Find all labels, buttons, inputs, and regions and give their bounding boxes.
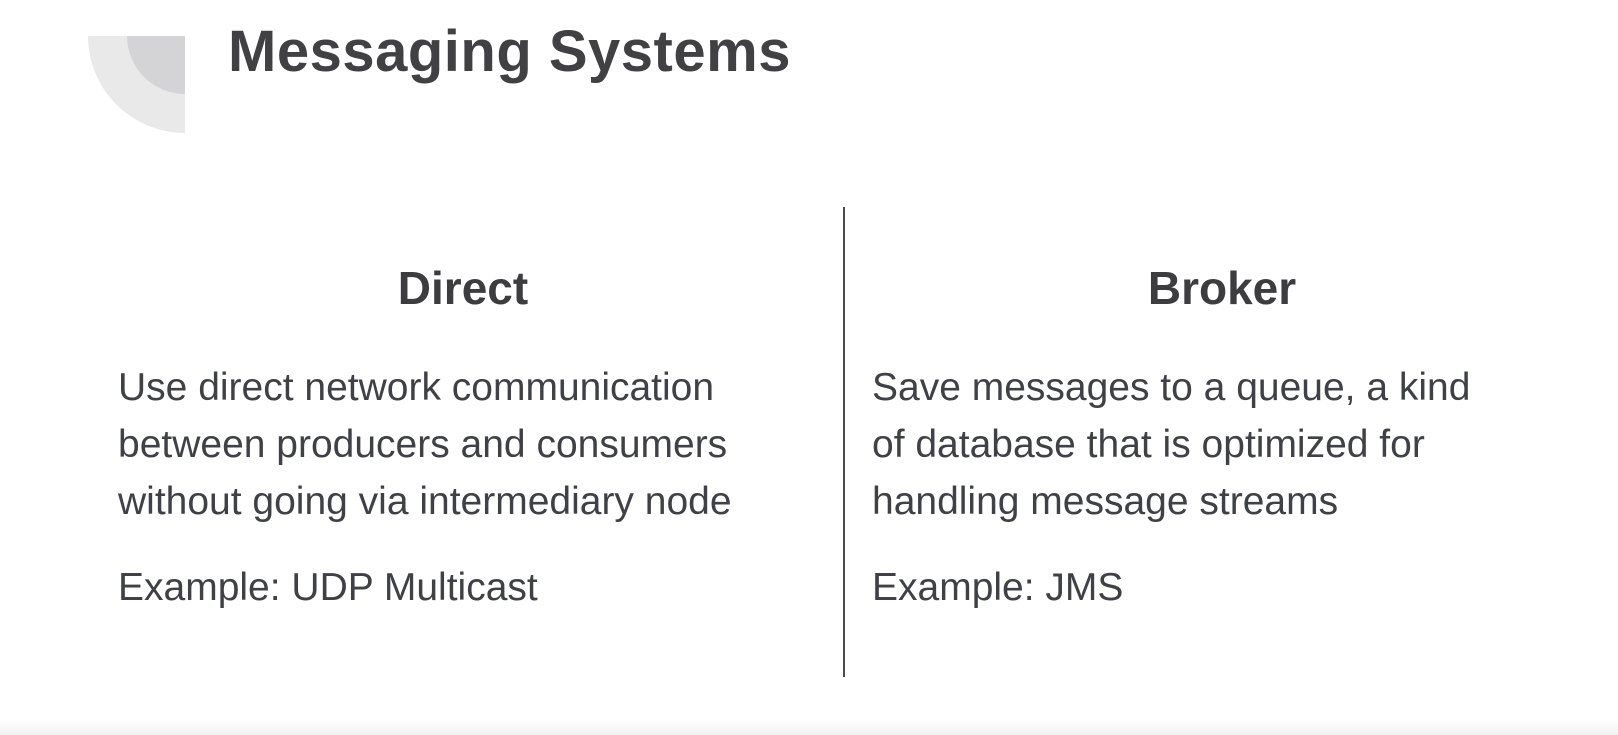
body-line: handling message streams xyxy=(872,480,1339,523)
column-direct-heading: Direct xyxy=(397,262,529,314)
column-broker: Broker Save messages to a queue, a kind … xyxy=(872,262,1572,616)
body-line: Save messages to a queue, a kind xyxy=(872,366,1471,409)
column-direct: Direct Use direct network communication … xyxy=(118,262,808,616)
bottom-edge-shade xyxy=(0,719,1618,735)
body-line: Use direct network communication xyxy=(118,366,715,409)
body-line: of database that is optimized for xyxy=(872,423,1425,466)
column-broker-heading: Broker xyxy=(1147,262,1297,314)
column-broker-example: Example: JMS xyxy=(872,566,1124,609)
column-direct-body: Use direct network communication between… xyxy=(118,359,808,530)
slide-title: Messaging Systems xyxy=(228,19,791,84)
body-line: without going via intermediary node xyxy=(118,480,732,523)
column-divider xyxy=(843,207,845,677)
corner-ornament xyxy=(88,36,185,133)
column-broker-body: Save messages to a queue, a kind of data… xyxy=(872,359,1572,530)
column-direct-example: Example: UDP Multicast xyxy=(118,566,538,609)
body-line: between producers and consumers xyxy=(118,423,728,466)
